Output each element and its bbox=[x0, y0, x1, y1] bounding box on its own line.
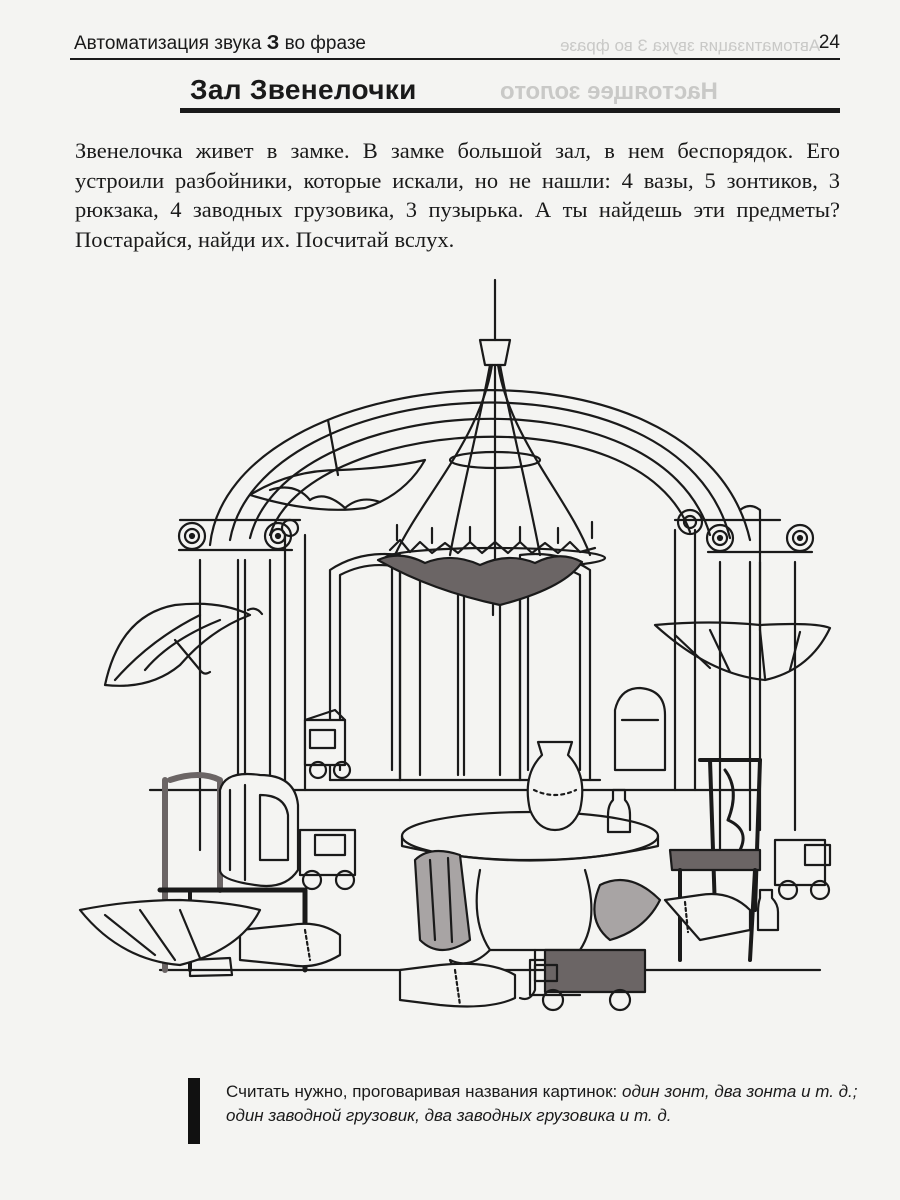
running-title: Автоматизация звука З во фразе bbox=[74, 32, 366, 55]
backpack-left bbox=[218, 772, 300, 888]
note-italic-example-1: один зонт, два зонта и т. д.; bbox=[622, 1082, 858, 1101]
backpack-right bbox=[613, 686, 667, 772]
vase-on-table bbox=[526, 740, 584, 832]
umbrella-floor-center bbox=[593, 878, 662, 942]
umbrella-hanging bbox=[376, 554, 584, 617]
note-line-1: Считать нужно, проговаривая названия кар… bbox=[226, 1080, 858, 1104]
bottle-floor-right bbox=[756, 888, 780, 932]
running-title-suffix: во фразе bbox=[284, 33, 366, 54]
chandelier bbox=[383, 278, 607, 570]
truck-left-floor bbox=[298, 828, 357, 891]
umbrella-left-wall bbox=[103, 602, 264, 687]
running-title-prefix: Автоматизация звука bbox=[74, 33, 262, 54]
umbrella-floor-left bbox=[78, 898, 262, 967]
vase-floor-center bbox=[398, 962, 517, 1008]
title-bar: Зал Звенелочки bbox=[180, 70, 840, 113]
left-column bbox=[177, 518, 307, 852]
instruction-note: Считать нужно, проговаривая названия кар… bbox=[226, 1080, 858, 1128]
note-line-2: один заводной грузовик, два заводных гру… bbox=[226, 1104, 846, 1128]
note-italic-example-2: один заводной грузовик, два заводных гру… bbox=[226, 1106, 672, 1125]
right-column bbox=[673, 508, 815, 852]
umbrella-arch-left bbox=[248, 418, 427, 511]
chair-right bbox=[668, 758, 762, 962]
intro-paragraph: Звенелочка живет в замке. В замке большо… bbox=[75, 138, 840, 252]
backpack-under-table bbox=[413, 849, 472, 952]
page-title: Зал Звенелочки bbox=[190, 74, 417, 105]
note-marker-bar bbox=[188, 1078, 200, 1144]
bottle-floor-left bbox=[188, 956, 234, 978]
truck-right-floor bbox=[773, 838, 832, 901]
bottle-on-table bbox=[606, 788, 632, 834]
vase-floor-right bbox=[663, 892, 752, 942]
umbrella-right-cane bbox=[653, 504, 832, 682]
page-number: 24 bbox=[818, 32, 840, 53]
truck-center-floor bbox=[528, 948, 647, 1012]
truck-left-column bbox=[303, 708, 352, 780]
vase-floor-left bbox=[238, 922, 342, 968]
castle-hall-illustration bbox=[78, 278, 832, 1012]
running-header: Автоматизация звука З во фразе 24 bbox=[70, 30, 840, 60]
note-plain-text: Считать нужно, проговаривая названия кар… bbox=[226, 1082, 622, 1101]
running-title-sound: З bbox=[266, 32, 280, 54]
